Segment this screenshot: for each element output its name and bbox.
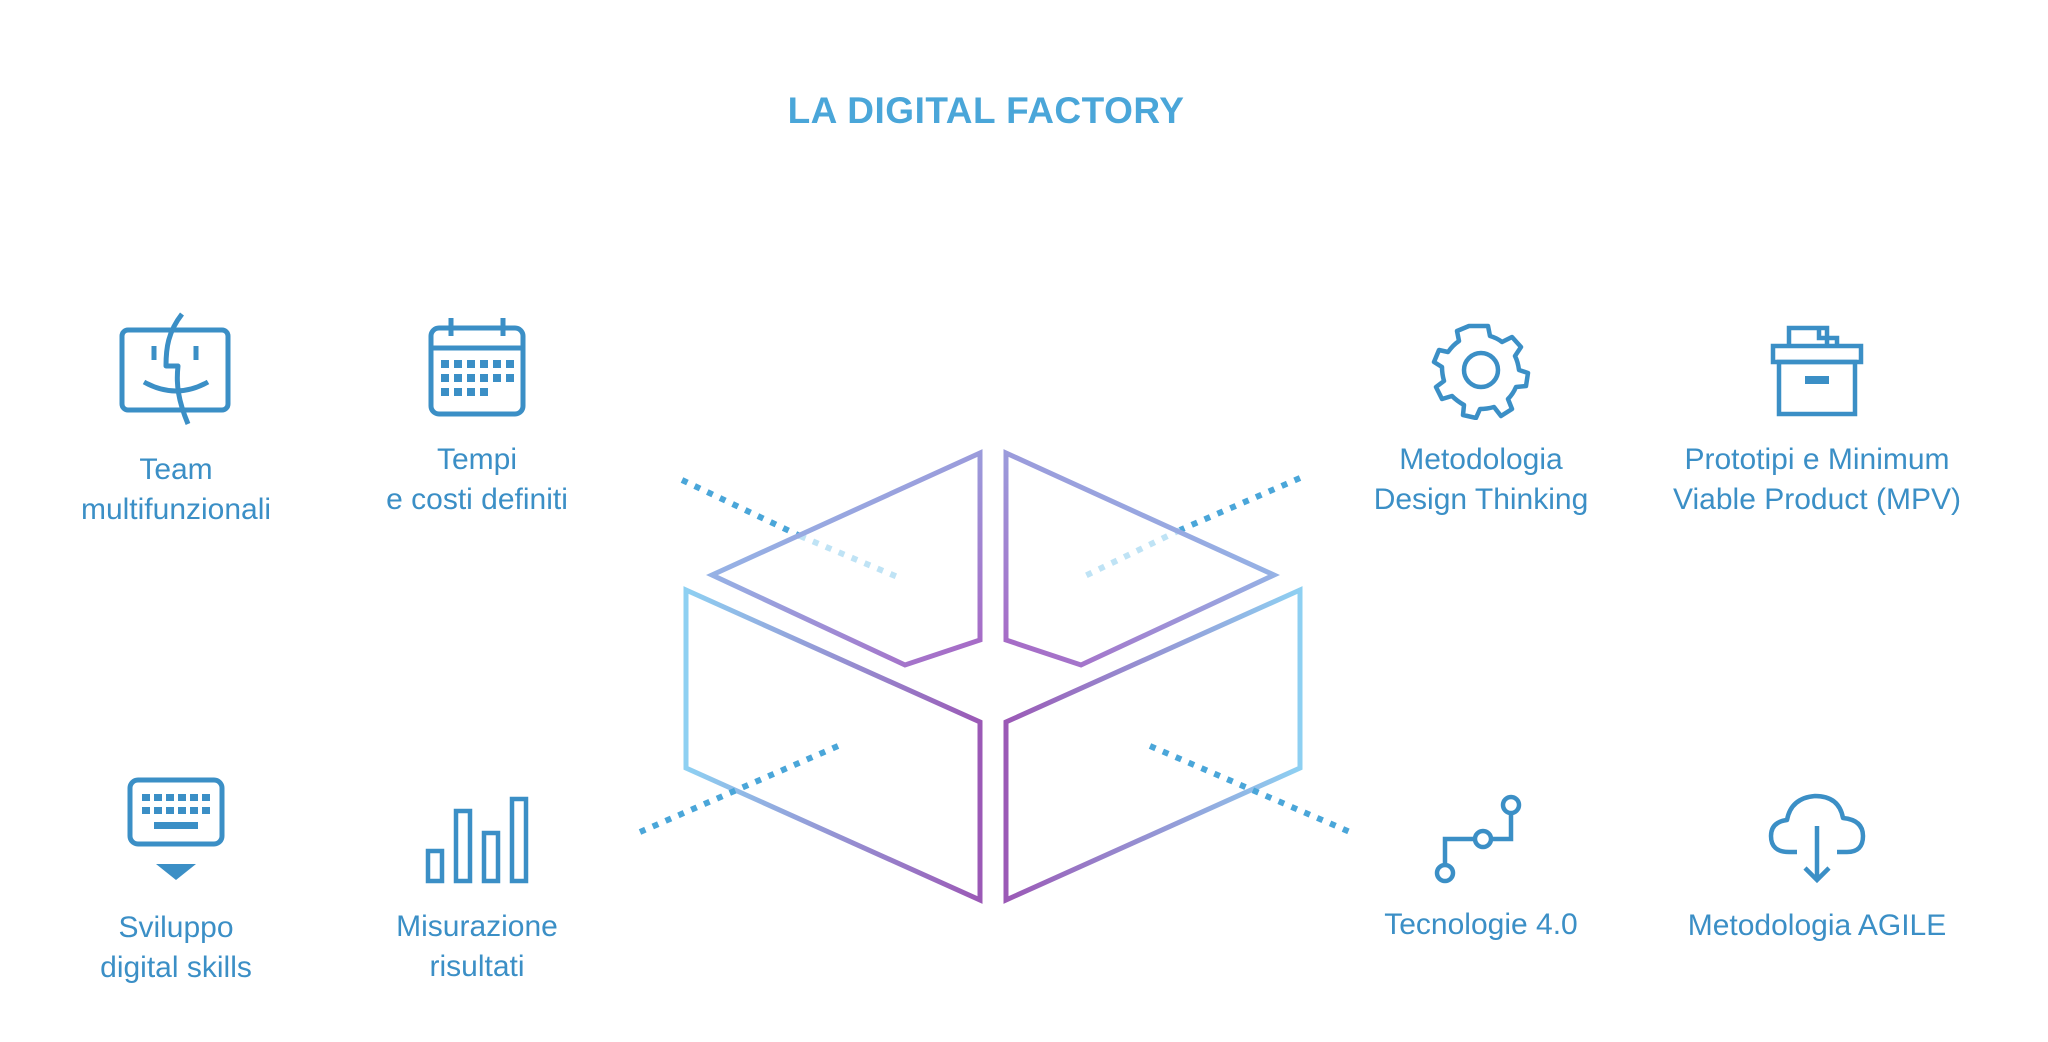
dotted-ray-bottom-left: [638, 743, 840, 835]
finder-face-icon: [119, 312, 231, 425]
feature-agile-label: Metodologia AGILE: [1687, 909, 1947, 942]
feature-proto-label: Prototipi e Minimum Viable Product (MPV): [1673, 443, 1961, 516]
cloud-download-icon: [1768, 793, 1866, 884]
dotted-ray-top-right: [1083, 475, 1302, 579]
feature-skills: Sviluppo digital skills: [6, 776, 346, 988]
feature-skills-label: Sviluppo digital skills: [100, 911, 252, 984]
gear-icon: [1431, 323, 1531, 420]
box-right-wall: [1003, 586, 1303, 904]
feature-misura-label: Misurazione risultati: [396, 910, 558, 983]
keyboard-icon: [127, 777, 225, 880]
feature-design-thinking: Metodologia Design Thinking: [1311, 320, 1651, 520]
feature-team-label: Team multifunzionali: [80, 453, 272, 526]
feature-tempi: Tempi e costi definiti: [307, 316, 647, 520]
archive-box-icon: [1770, 325, 1864, 417]
feature-team: Team multifunzionali: [6, 308, 346, 530]
feature-design-label: Metodologia Design Thinking: [1373, 443, 1589, 516]
node-path-icon: [1434, 794, 1522, 884]
feature-prototipi: Prototipi e Minimum Viable Product (MPV): [1647, 320, 1987, 520]
calendar-icon: [428, 318, 526, 417]
bar-chart-icon: [425, 796, 529, 884]
feature-agile: Metodologia AGILE: [1647, 790, 1987, 946]
box-right-flap: [1003, 449, 1280, 668]
box-left-flap: [706, 449, 983, 668]
feature-tecnologie: Tecnologie 4.0: [1311, 793, 1651, 945]
box-left-wall: [683, 586, 983, 904]
feature-tempi-label: Tempi e costi definiti: [386, 443, 568, 516]
feature-misurazione: Misurazione risultati: [307, 793, 647, 987]
feature-tecno-label: Tecnologie 4.0: [1384, 908, 1578, 941]
dotted-ray-top-left: [680, 477, 902, 581]
page-title: LA DIGITAL FACTORY: [787, 90, 1185, 131]
